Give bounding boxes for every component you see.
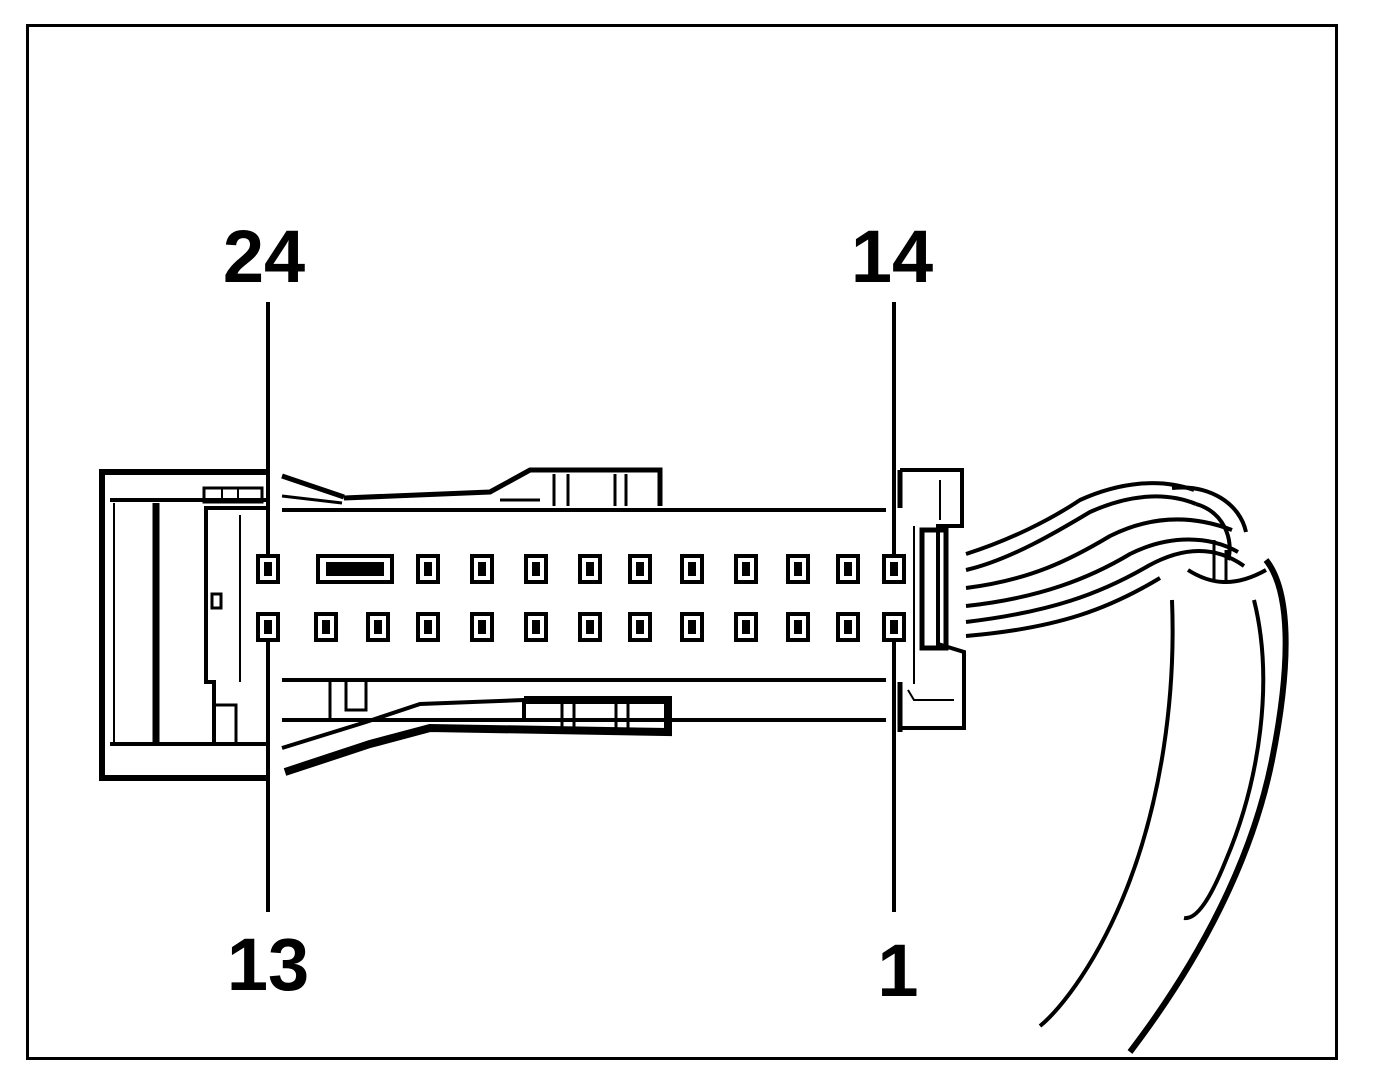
pin-terminal-bottom-6 <box>524 612 548 642</box>
pin-terminal-top-2 <box>416 554 440 584</box>
connector-left-housing <box>99 469 268 781</box>
pin-terminal-top-6-core <box>636 562 644 576</box>
pin-terminal-bottom-9-core <box>688 620 696 634</box>
pin-terminal-top-10-core <box>844 562 852 576</box>
connector-right-housing <box>897 468 966 732</box>
wide-terminal <box>316 554 394 584</box>
pin-terminal-top-10 <box>836 554 860 584</box>
connector-body <box>282 508 886 722</box>
pin-terminal-bottom-1 <box>256 612 280 642</box>
pin-terminal-top-1-core <box>264 562 272 576</box>
pin-terminal-bottom-11 <box>786 612 810 642</box>
pin-label-13: 13 <box>227 923 309 1006</box>
pin-label-1: 1 <box>877 929 918 1012</box>
pin-terminal-top-2-core <box>424 562 432 576</box>
pin-terminal-bottom-5 <box>470 612 494 642</box>
pin-terminal-bottom-2 <box>314 612 338 642</box>
pin-terminal-top-8 <box>734 554 758 584</box>
pin-terminal-bottom-7-core <box>586 620 594 634</box>
pin-terminal-bottom-8 <box>628 612 652 642</box>
pin-terminal-bottom-8-core <box>636 620 644 634</box>
pin-terminal-top-11-core <box>890 562 898 576</box>
pin-terminal-bottom-9 <box>680 612 704 642</box>
pin-terminal-bottom-13-core <box>890 620 898 634</box>
pin-terminal-top-6 <box>628 554 652 584</box>
pin-terminal-bottom-6-core <box>532 620 540 634</box>
pin-terminal-bottom-13 <box>882 612 906 642</box>
pin-terminal-top-9-core <box>794 562 802 576</box>
pin-terminal-bottom-3 <box>366 612 390 642</box>
connector-top-latch <box>281 467 663 506</box>
pin-terminal-top-5 <box>578 554 602 584</box>
pin-terminal-bottom-10 <box>734 612 758 642</box>
pin-terminal-top-9 <box>786 554 810 584</box>
pin-terminal-bottom-11-core <box>794 620 802 634</box>
pin-row-bottom <box>256 612 906 642</box>
pin-terminal-top-3 <box>470 554 494 584</box>
pin-row-top <box>256 554 906 584</box>
pin-terminal-bottom-5-core <box>478 620 486 634</box>
pin-terminal-bottom-10-core <box>742 620 750 634</box>
pin-terminal-top-7-core <box>688 562 696 576</box>
wire-bundle <box>965 481 1289 1054</box>
pin-terminal-bottom-4 <box>416 612 440 642</box>
pin-terminal-bottom-12 <box>836 612 860 642</box>
pin-label-14: 14 <box>851 215 933 298</box>
wide-terminal-fill <box>326 562 384 576</box>
pin-terminal-bottom-3-core <box>374 620 382 634</box>
pin-label-24: 24 <box>223 215 305 298</box>
leader-lines <box>266 302 896 912</box>
pin-terminal-top-4 <box>524 554 548 584</box>
pin-terminal-top-4-core <box>532 562 540 576</box>
pin-terminal-bottom-1-core <box>264 620 272 634</box>
pin-terminal-bottom-4-core <box>424 620 432 634</box>
pin-terminal-top-5-core <box>586 562 594 576</box>
pin-terminal-bottom-2-core <box>322 620 330 634</box>
connector-bottom-latch <box>281 696 672 776</box>
pin-terminal-top-3-core <box>478 562 486 576</box>
pin-terminal-top-7 <box>680 554 704 584</box>
pin-terminal-top-8-core <box>742 562 750 576</box>
pin-terminal-bottom-12-core <box>844 620 852 634</box>
diagram-frame <box>26 24 1338 1060</box>
pin-terminal-bottom-7 <box>578 612 602 642</box>
